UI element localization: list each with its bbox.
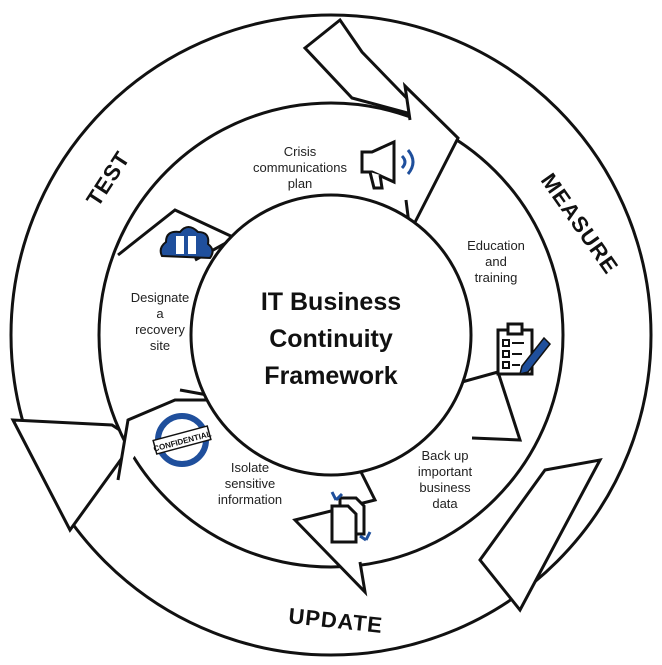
- step-backup-line-3: business: [419, 480, 471, 495]
- server-rack-1: [176, 236, 184, 254]
- step-recovery-line-2: a: [156, 306, 164, 321]
- step-education-line-3: training: [475, 270, 518, 285]
- arrow-head-education: [461, 370, 523, 442]
- inner-circle: [189, 193, 473, 477]
- sync-arrow-top: [330, 491, 344, 502]
- step-backup: Back up important business data: [418, 448, 473, 511]
- step-recovery-line-3: recovery: [135, 322, 185, 337]
- cloud-server-icon: [159, 226, 214, 260]
- cloud-shape: [159, 226, 214, 260]
- clipboard-check-2: [502, 350, 510, 358]
- step-isolate-line-1: Isolate: [231, 460, 269, 475]
- step-isolate: Isolate sensitive information: [218, 460, 282, 507]
- confidential-stamp-icon: CONFIDENTIAL: [152, 413, 212, 467]
- step-education-line-1: Education: [467, 238, 525, 253]
- step-education: Education and training: [467, 238, 525, 285]
- outer-arrow-right: [478, 457, 603, 613]
- clipboard-clip: [506, 322, 524, 336]
- center-title-line-1: IT Business: [261, 288, 401, 316]
- step-recovery-line-1: Designate: [131, 290, 190, 305]
- center-title-line-2: Continuity: [269, 325, 393, 353]
- step-recovery-line-4: site: [150, 338, 170, 353]
- clipboard-icon: [496, 322, 552, 376]
- step-isolate-line-2: sensitive: [225, 476, 276, 491]
- step-isolate-line-3: information: [218, 492, 282, 507]
- center-title-line-3: Framework: [264, 362, 397, 390]
- step-crisis-line-2: communications: [253, 160, 347, 175]
- megaphone-wave-1: [400, 154, 407, 170]
- outer-arrow-top: [302, 17, 431, 121]
- step-crisis: Crisis communications plan: [253, 144, 347, 191]
- server-rack-2: [188, 236, 196, 254]
- step-backup-line-4: data: [432, 496, 458, 511]
- step-backup-line-2: important: [418, 464, 473, 479]
- clipboard-check-3: [502, 361, 510, 369]
- step-recovery: Designate a recovery site: [131, 290, 190, 353]
- document-front: [330, 504, 358, 544]
- megaphone-wave-2: [406, 149, 415, 175]
- step-backup-line-1: Back up: [422, 448, 469, 463]
- step-crisis-line-3: plan: [288, 176, 313, 191]
- sync-arrow-bottom: [359, 531, 372, 542]
- pencil-icon: [518, 336, 552, 376]
- stamp-band: [152, 425, 212, 455]
- center-title: IT Business Continuity Framework: [261, 288, 401, 390]
- clipboard-check-1: [502, 339, 510, 347]
- megaphone-handle: [368, 171, 384, 190]
- megaphone-icon: [360, 139, 415, 190]
- step-education-line-2: and: [485, 254, 507, 269]
- step-crisis-line-1: Crisis: [284, 144, 317, 159]
- document-sync-icon: [330, 491, 372, 544]
